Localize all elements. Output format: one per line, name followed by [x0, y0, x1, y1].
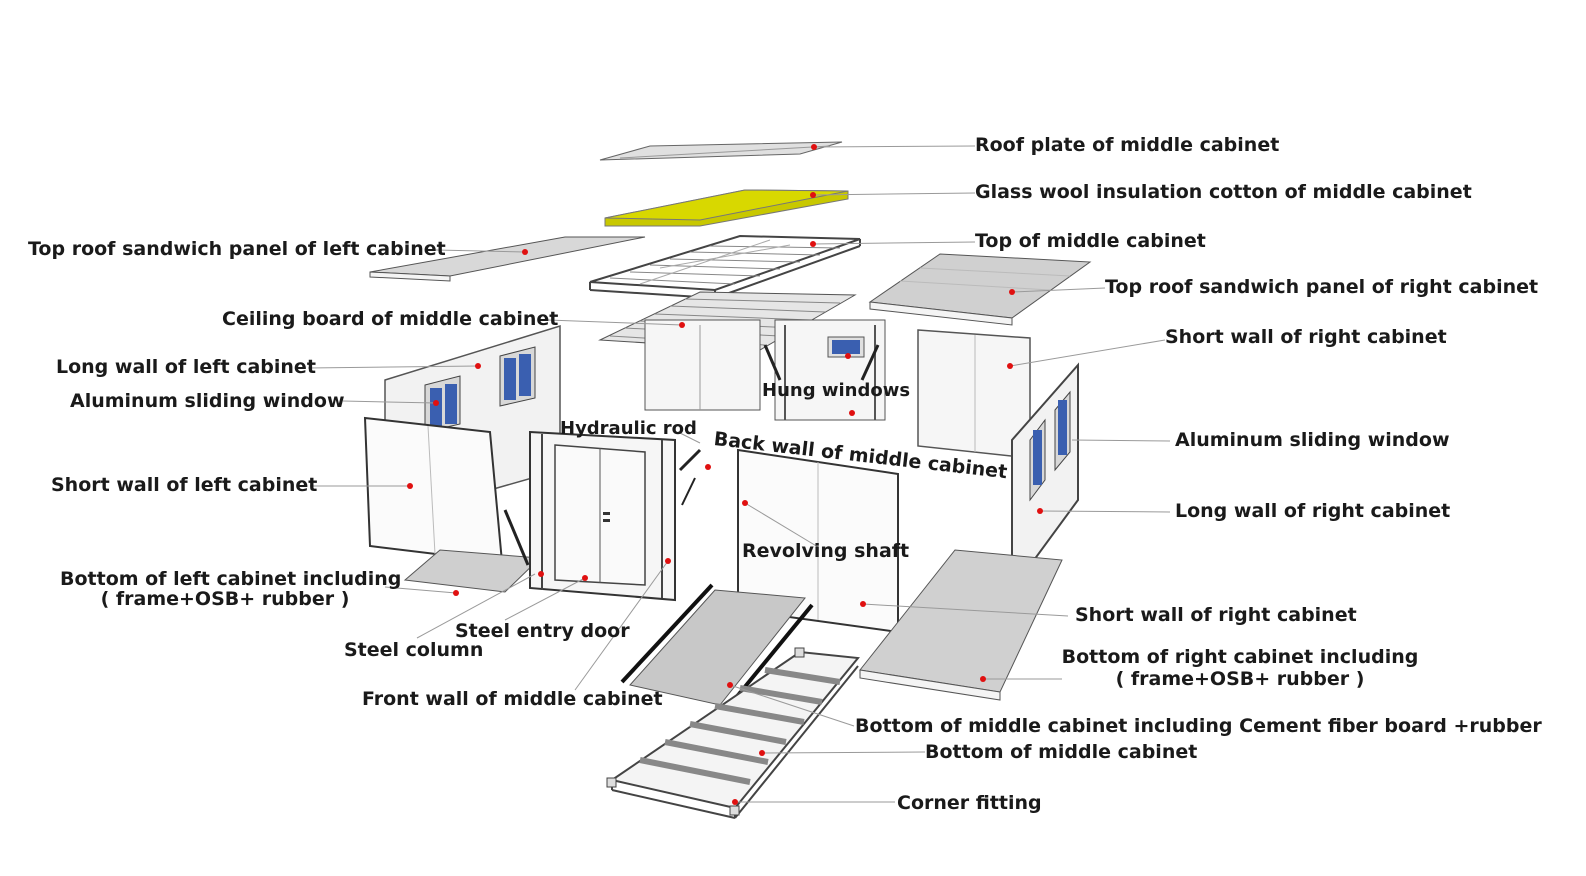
glass-wool-shape: [604, 189, 849, 227]
label-ceiling-board-middle: Ceiling board of middle cabinet: [222, 308, 559, 330]
label-bottom-left-line2: ( frame+OSB+ rubber ): [100, 588, 350, 610]
label-bottom-middle-cement: Bottom of middle cabinet including Cemen…: [855, 715, 1542, 737]
label-short-wall-left: Short wall of left cabinet: [51, 474, 318, 496]
label-steel-column: Steel column: [344, 639, 484, 661]
leader-lines: [307, 145, 1171, 803]
label-aluminum-window-right: Aluminum sliding window: [1175, 429, 1450, 451]
marker-dots: [407, 144, 1043, 805]
roof-plate-middle-shape: [599, 141, 843, 161]
label-hung-windows: Hung windows: [762, 380, 911, 401]
label-corner-fitting: Corner fitting: [897, 792, 1042, 814]
label-bottom-right-line2: ( frame+OSB+ rubber ): [1115, 668, 1365, 690]
label-short-wall-right-top: Short wall of right cabinet: [1165, 326, 1447, 348]
label-bottom-middle: Bottom of middle cabinet: [925, 741, 1198, 763]
label-bottom-right-line1: Bottom of right cabinet including: [1061, 646, 1419, 668]
top-roof-left-shape: [369, 236, 646, 282]
label-short-wall-right-bottom: Short wall of right cabinet: [1075, 604, 1357, 626]
top-middle-frame-shape: [589, 234, 861, 299]
label-top-roof-right: Top roof sandwich panel of right cabinet: [1105, 276, 1539, 298]
front-wall-middle-shape: [529, 430, 702, 602]
label-glass-wool-middle: Glass wool insulation cotton of middle c…: [975, 181, 1472, 203]
label-top-middle: Top of middle cabinet: [975, 230, 1206, 252]
label-revolving-shaft: Revolving shaft: [742, 540, 910, 562]
bottom-middle-cement-shape: [620, 583, 814, 707]
top-roof-right-shape: [868, 253, 1092, 326]
label-aluminum-window-left: Aluminum sliding window: [70, 390, 345, 412]
label-front-wall-middle: Front wall of middle cabinet: [362, 688, 663, 710]
bottom-left-shape: [403, 509, 542, 593]
label-bottom-left-line1: Bottom of left cabinet including: [60, 568, 402, 590]
label-long-wall-left: Long wall of left cabinet: [56, 356, 316, 378]
short-wall-left-shape: [363, 416, 504, 564]
label-steel-entry-door: Steel entry door: [455, 620, 630, 642]
bottom-right-shape: [859, 549, 1063, 701]
bottom-middle-frame-shape: [606, 647, 860, 819]
label-roof-plate-middle: Roof plate of middle cabinet: [975, 134, 1280, 156]
long-wall-right-shape: [1011, 362, 1079, 594]
label-top-roof-left: Top roof sandwich panel of left cabinet: [28, 238, 446, 260]
back-wall-middle-shape: [644, 319, 886, 421]
label-hydraulic-rod: Hydraulic rod: [560, 418, 697, 439]
label-long-wall-right: Long wall of right cabinet: [1175, 500, 1451, 522]
